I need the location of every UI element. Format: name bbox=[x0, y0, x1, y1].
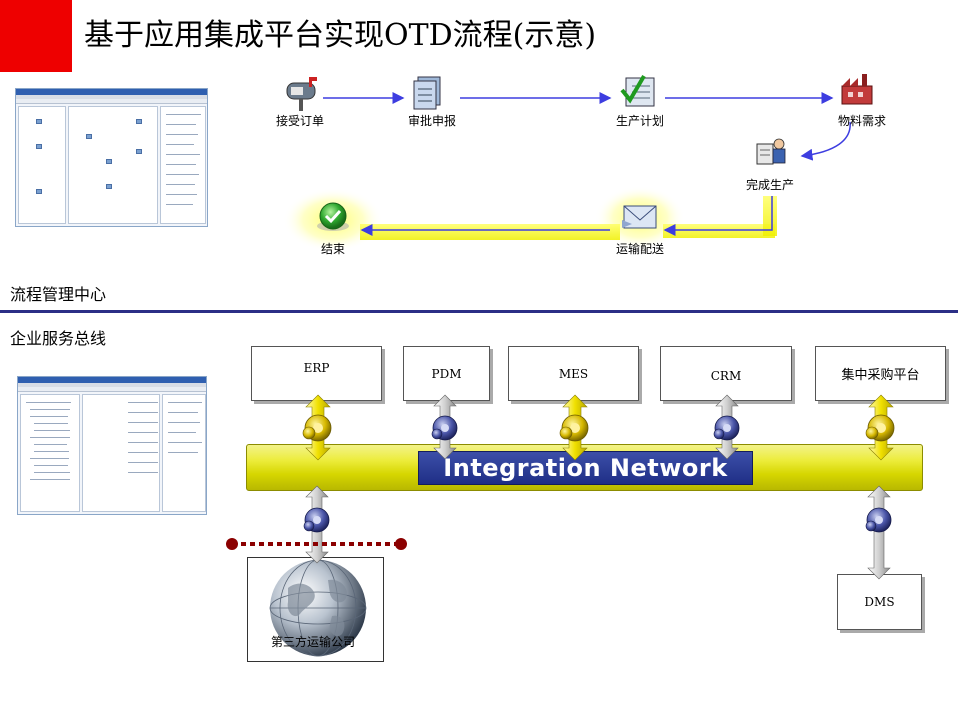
step-production-plan: 生产计划 bbox=[615, 114, 665, 128]
mes-label: MES bbox=[558, 366, 589, 381]
globe-icon bbox=[269, 559, 367, 657]
checklist-icon bbox=[620, 74, 655, 107]
complete-to-transport-highlight bbox=[663, 224, 775, 238]
mes-system-box: MES bbox=[508, 346, 639, 401]
step-end: 结束 bbox=[320, 242, 346, 256]
enterprise-service-bus-label: 企业服务总线 bbox=[10, 329, 107, 348]
envelope-icon bbox=[622, 205, 657, 229]
documents-icon bbox=[413, 76, 441, 110]
third-party-logistics-box bbox=[247, 557, 384, 662]
procurement-platform-box: 集中采购平台 bbox=[815, 346, 946, 401]
crm-label: CRM bbox=[710, 368, 742, 383]
worker-clipboard-icon bbox=[756, 138, 786, 165]
arrow-complete-to-transport bbox=[663, 196, 773, 236]
mailbox-icon bbox=[286, 77, 317, 111]
factory-icon bbox=[841, 74, 873, 105]
dms-system-box: DMS bbox=[837, 574, 922, 630]
pdm-system-box: PDM bbox=[403, 346, 490, 401]
step-receive-order: 接受订单 bbox=[275, 114, 325, 128]
integration-network-banner: Integration Network bbox=[418, 451, 753, 485]
dms-label: DMS bbox=[864, 595, 895, 609]
process-designer-screenshot bbox=[15, 88, 208, 227]
return-path-highlight bbox=[360, 224, 620, 240]
step-transport-delivery: 运输配送 bbox=[615, 242, 665, 256]
pdm-label: PDM bbox=[431, 366, 462, 381]
erp-system-box: ERP bbox=[251, 346, 382, 401]
section-divider bbox=[0, 310, 958, 313]
arrow-material-to-complete bbox=[800, 121, 851, 161]
crm-system-box: CRM bbox=[660, 346, 792, 401]
erp-label: ERP bbox=[303, 361, 330, 375]
page-title: 基于应用集成平台实现OTD流程(示意) bbox=[84, 18, 597, 53]
complete-vertical-highlight bbox=[763, 196, 777, 236]
integration-network-label: Integration Network bbox=[443, 454, 728, 482]
third-party-logistics-label: 第三方运输公司 bbox=[271, 635, 356, 649]
step-complete-production: 完成生产 bbox=[745, 178, 795, 192]
step-approve-report: 审批申报 bbox=[407, 114, 457, 128]
mapping-tool-screenshot bbox=[17, 376, 207, 515]
procurement-platform-label: 集中采购平台 bbox=[841, 368, 920, 383]
step-material-demand: 物料需求 bbox=[837, 114, 887, 128]
red-accent-block bbox=[0, 0, 72, 72]
process-management-center-label: 流程管理中心 bbox=[10, 285, 107, 304]
green-check-icon bbox=[317, 202, 349, 231]
